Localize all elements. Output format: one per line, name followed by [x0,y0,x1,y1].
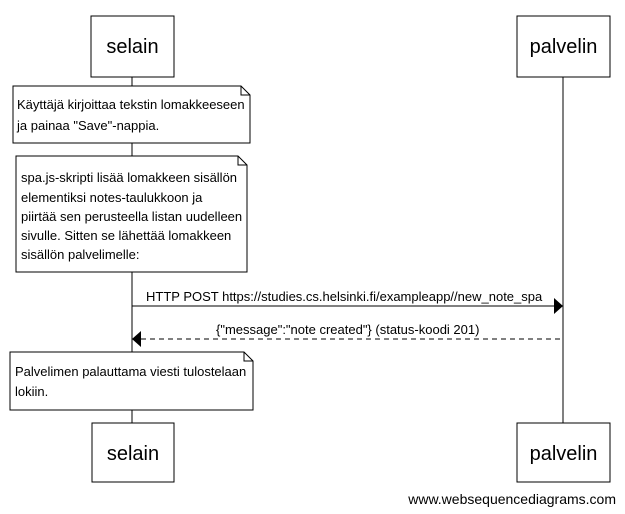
actor-selain-bottom-label: selain [107,443,159,465]
watermark: www.websequencediagrams.com [407,491,616,507]
actor-palvelin-bottom-label: palvelin [530,443,598,465]
message-response: {"message":"note created"} (status-koodi… [132,322,563,347]
message-http-post-label: HTTP POST https://studies.cs.helsinki.fi… [146,289,543,304]
arrowhead-request [554,298,563,314]
actor-palvelin-top-label: palvelin [530,36,598,58]
note-user-input: Käyttäjä kirjoittaa tekstin lomakkeeseen… [12,85,251,144]
note-spa-script: spa.js-skripti lisää lomakkeen sisällön … [15,155,248,273]
note-1-line-1: Käyttäjä kirjoittaa tekstin lomakkeeseen [17,97,245,112]
note-2-line-3: piirtää sen perusteella listan uudelleen [21,209,242,224]
actor-selain-bottom: selain [91,422,175,483]
note-1-line-2: ja painaa "Save"-nappia. [16,118,159,133]
arrowhead-response [132,331,141,347]
note-2-line-5: sisällön palvelimelle: [21,247,140,262]
note-3-line-1: Palvelimen palauttama viesti tulostelaan [15,364,246,379]
note-2-line-4: sivulle. Sitten se lähettää lomakkeen [21,228,231,243]
note-2-line-1: spa.js-skripti lisää lomakkeen sisällön [21,170,237,185]
actor-selain-top: selain [90,15,175,78]
note-3-line-2: lokiin. [15,384,48,399]
actor-palvelin-bottom: palvelin [516,422,611,483]
actor-selain-top-label: selain [106,36,158,58]
note-2-line-2: elementiksi notes-taulukkoon ja [21,190,203,205]
actor-palvelin-top: palvelin [516,15,611,78]
note-server-response: Palvelimen palauttama viesti tulostelaan… [9,351,254,411]
message-response-label: {"message":"note created"} (status-koodi… [216,322,479,337]
message-http-post: HTTP POST https://studies.cs.helsinki.fi… [132,289,563,314]
